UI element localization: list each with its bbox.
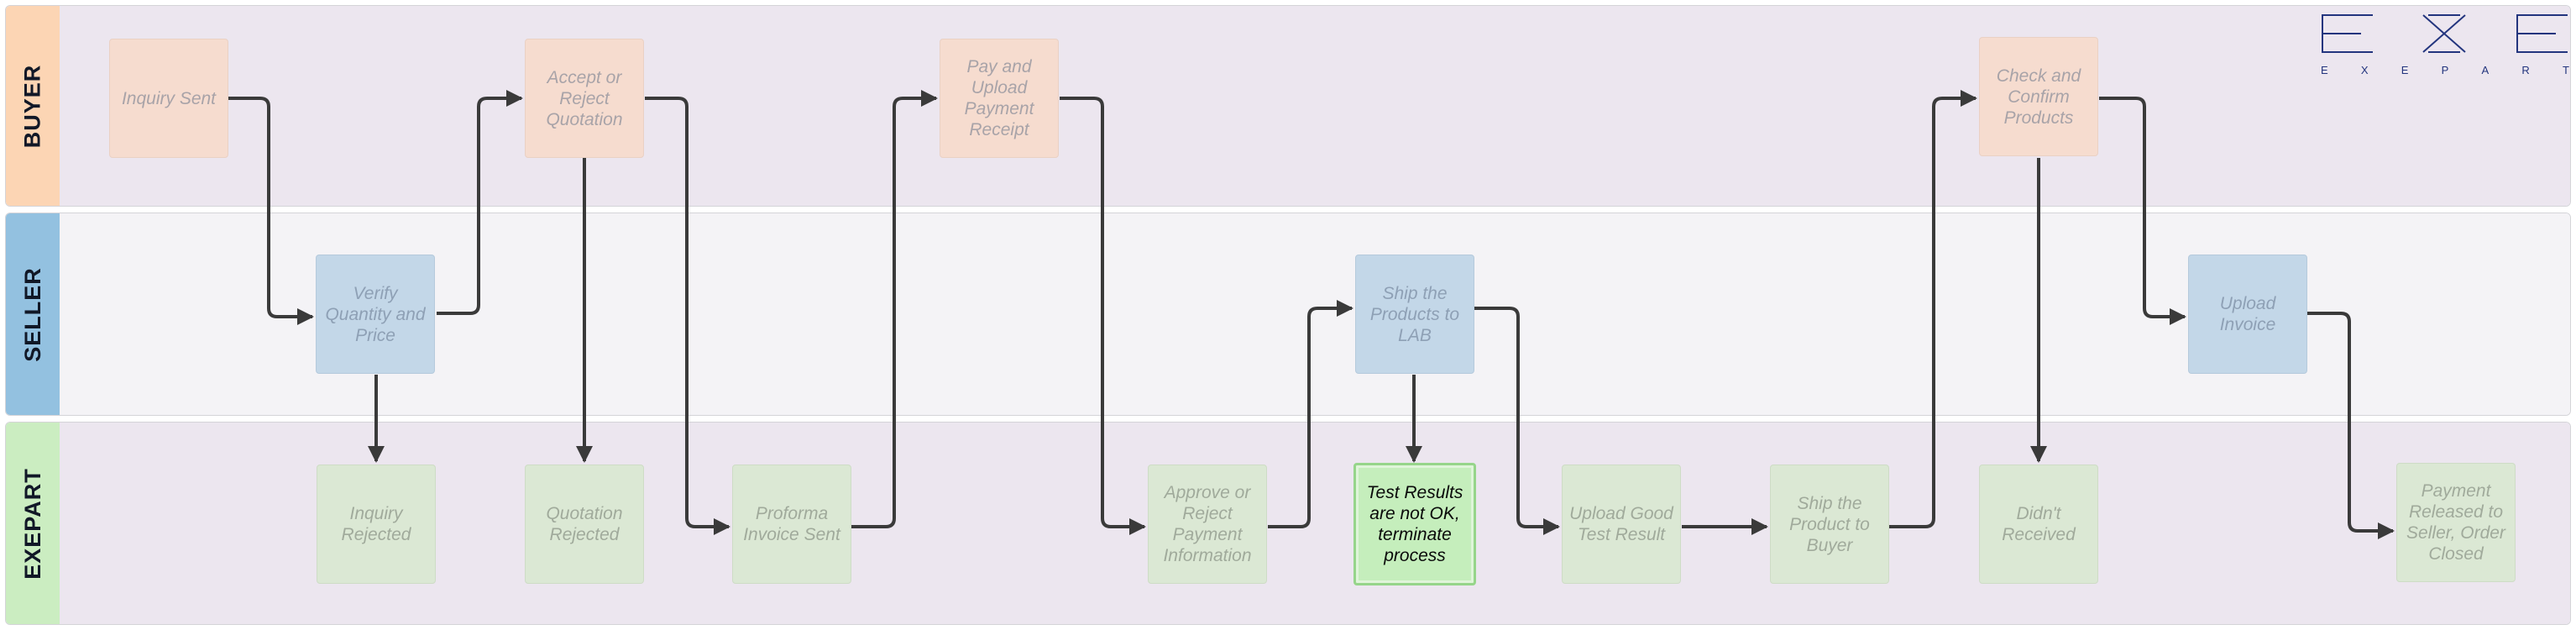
logo-mark-e-right bbox=[2516, 14, 2568, 53]
node-ship-products-lab-label: Ship the Products to LAB bbox=[1369, 283, 1460, 345]
node-inquiry-rejected[interactable]: Inquiry Rejected bbox=[317, 465, 436, 584]
node-inquiry-rejected-label: Inquiry Rejected bbox=[341, 504, 411, 544]
node-payment-released-label: Payment Released to Seller, Order Closed bbox=[2406, 481, 2505, 564]
connector-approve-to-ship-lab bbox=[1268, 300, 1353, 528]
node-proforma-invoice-sent-label: Proforma Invoice Sent bbox=[743, 504, 840, 544]
node-didnt-received[interactable]: Didn't Received bbox=[1979, 465, 2098, 584]
lane-header-buyer: BUYER bbox=[6, 6, 60, 206]
connector-ship-buyer-to-check-confirm bbox=[1889, 90, 1977, 528]
node-ship-product-buyer[interactable]: Ship the Product to Buyer bbox=[1770, 465, 1889, 584]
connector-invoice-to-payment-released bbox=[2306, 312, 2395, 539]
node-check-confirm-products[interactable]: Check and Confirm Products bbox=[1979, 37, 2098, 156]
logo-letter: E bbox=[2401, 64, 2409, 76]
node-check-confirm-products-label: Check and Confirm Products bbox=[1996, 66, 2081, 128]
connector-accept-to-proforma bbox=[645, 97, 730, 535]
logo-letter: T bbox=[2562, 64, 2569, 76]
logo-letter: E bbox=[2321, 64, 2328, 76]
connector-inquiry-to-verify bbox=[228, 97, 314, 325]
logo-letter: P bbox=[2441, 64, 2449, 76]
node-quotation-rejected-label: Quotation Rejected bbox=[546, 504, 623, 544]
exepart-logo bbox=[2322, 14, 2568, 53]
node-test-results-not-ok-label: Test Results are not OK, terminate proce… bbox=[1366, 483, 1463, 565]
node-approve-reject-payment[interactable]: Approve or Reject Payment Information bbox=[1148, 465, 1267, 584]
node-quotation-rejected[interactable]: Quotation Rejected bbox=[525, 465, 644, 584]
logo-letter: X bbox=[2360, 64, 2369, 76]
connector-ship-lab-to-upload-result bbox=[1474, 307, 1560, 535]
node-pay-upload-receipt-label: Pay and Upload Payment Receipt bbox=[964, 57, 1034, 139]
logo-letter: R bbox=[2521, 64, 2530, 76]
node-upload-invoice-label: Upload Invoice bbox=[2219, 294, 2276, 334]
node-test-results-not-ok[interactable]: Test Results are not OK, terminate proce… bbox=[1353, 463, 1476, 585]
logo-letter: A bbox=[2481, 64, 2490, 76]
lane-exepart: EXEPART bbox=[5, 422, 2571, 625]
node-upload-good-test-result[interactable]: Upload Good Test Result bbox=[1562, 465, 1681, 584]
connector-pay-to-approve-payment bbox=[1060, 97, 1146, 535]
node-inquiry-sent[interactable]: Inquiry Sent bbox=[109, 39, 228, 158]
node-upload-good-test-result-label: Upload Good Test Result bbox=[1569, 504, 1673, 544]
lane-body-exepart bbox=[60, 423, 2570, 624]
node-pay-upload-receipt[interactable]: Pay and Upload Payment Receipt bbox=[940, 39, 1059, 158]
logo-wordmark: E X E P A R T bbox=[2321, 64, 2569, 76]
node-ship-product-buyer-label: Ship the Product to Buyer bbox=[1789, 493, 1870, 555]
node-verify-quantity-price[interactable]: Verify Quantity and Price bbox=[316, 255, 435, 374]
node-ship-products-lab[interactable]: Ship the Products to LAB bbox=[1355, 255, 1474, 374]
connector-verify-to-accept-quotation bbox=[437, 90, 523, 315]
node-didnt-received-label: Didn't Received bbox=[2002, 504, 2076, 544]
logo-mark-e-left bbox=[2322, 14, 2373, 53]
logo-mark-x bbox=[2422, 14, 2466, 53]
lane-header-seller: SELLER bbox=[6, 213, 60, 415]
node-payment-released[interactable]: Payment Released to Seller, Order Closed bbox=[2396, 463, 2516, 582]
lane-header-exepart: EXEPART bbox=[6, 423, 60, 624]
node-approve-reject-payment-label: Approve or Reject Payment Information bbox=[1163, 483, 1252, 565]
connector-check-to-upload-invoice bbox=[2099, 97, 2186, 325]
node-upload-invoice[interactable]: Upload Invoice bbox=[2188, 255, 2307, 374]
node-accept-reject-quotation[interactable]: Accept or Reject Quotation bbox=[525, 39, 644, 158]
node-accept-reject-quotation-label: Accept or Reject Quotation bbox=[546, 67, 623, 129]
node-verify-quantity-price-label: Verify Quantity and Price bbox=[325, 283, 426, 345]
node-proforma-invoice-sent[interactable]: Proforma Invoice Sent bbox=[732, 465, 851, 584]
node-inquiry-sent-label: Inquiry Sent bbox=[121, 88, 217, 108]
connector-proforma-to-pay bbox=[851, 90, 938, 528]
